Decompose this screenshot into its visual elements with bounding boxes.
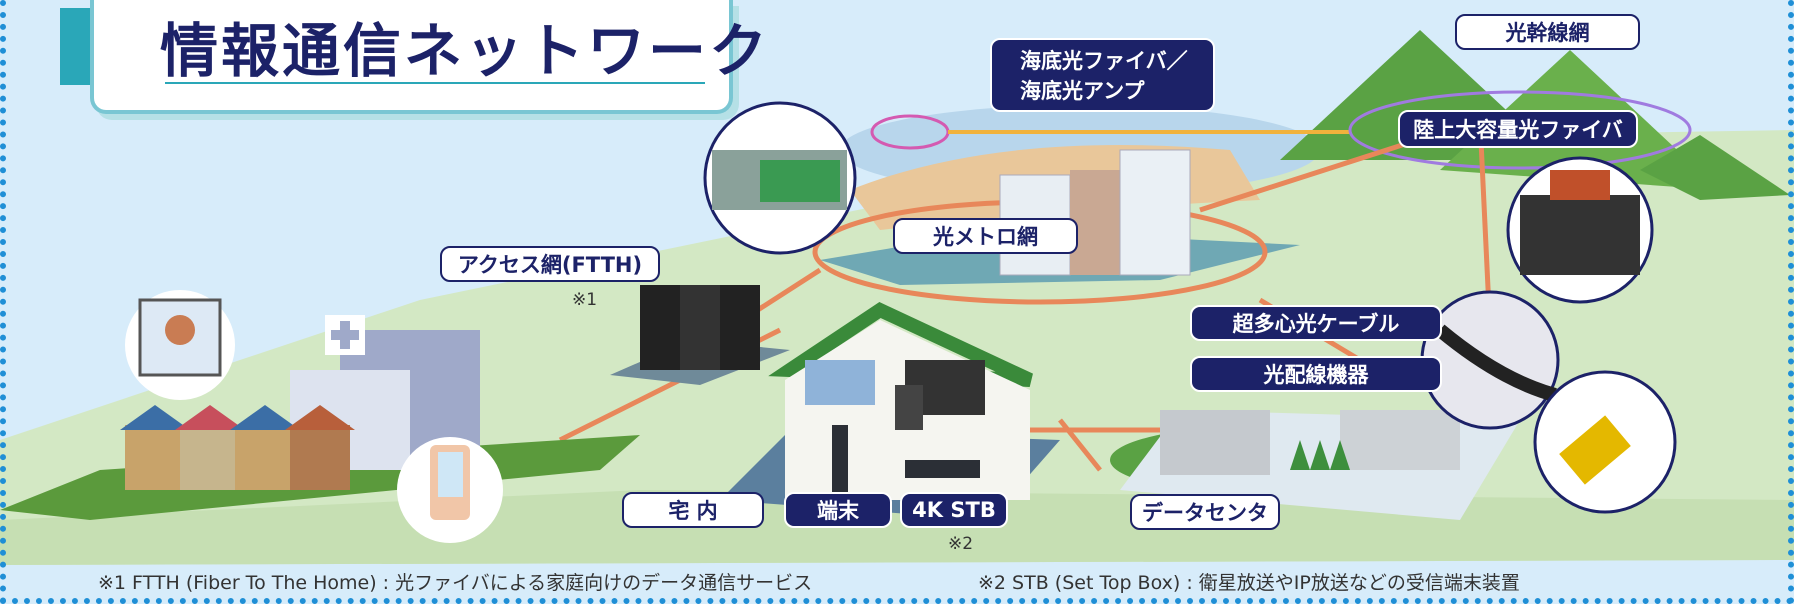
submarine-label-line1: 海底光ファイバ／ [1020,49,1188,73]
distribution-label: 光配線機器 [1190,356,1442,392]
note-1: ※1 [572,290,598,310]
stb-device [905,460,980,478]
datacenter-building-right [1340,410,1460,470]
trees [1290,440,1350,470]
datacenter-label: データセンタ [1130,494,1280,530]
photo-fusion-splicer [1506,156,1654,304]
note-2: ※2 [948,534,974,554]
multicore-label: 超多心光ケーブル [1190,305,1442,341]
page-title: 情報通信ネットワーク [160,17,771,85]
metro-label: 光メトロ網 [893,218,1078,254]
photo-multicore-cable [1420,290,1560,430]
submarine-label: 海底光ファイバ／ 海底光アンプ [990,38,1215,112]
laptop-screen [805,360,875,405]
phone-device [895,385,923,430]
photo-remote-worker [125,290,235,400]
caption-ftth: ※1 FTTH (Fiber To The Home) : 光ファイバによる家庭… [98,572,813,594]
trunk-ring [1348,90,1692,170]
submarine-label-line2: 海底光アンプ [1020,79,1145,103]
terminal-label: 端末 [784,492,892,528]
terminal-device [832,425,848,495]
access-label: アクセス網(FTTH) [440,246,660,282]
title-panel [90,0,733,114]
photo-optical-connector [1533,370,1677,514]
mountain-small [1640,135,1790,200]
caption-stb: ※2 STB (Set Top Box) : 衛星放送やIP放送などの受信端末装… [978,572,1520,594]
trunk-label: 光幹線網 [1455,14,1640,50]
stb-label: 4K STB [900,492,1008,528]
photo-telemedicine [397,437,503,543]
title-underline [165,82,705,84]
houses [120,405,355,490]
photo-optical-switch [703,101,857,255]
datacenter-building-left [1160,410,1270,475]
home-label: 宅 内 [622,492,764,528]
server-racks [640,285,760,370]
land-fiber-label: 陸上大容量光ファイバ [1398,110,1638,148]
